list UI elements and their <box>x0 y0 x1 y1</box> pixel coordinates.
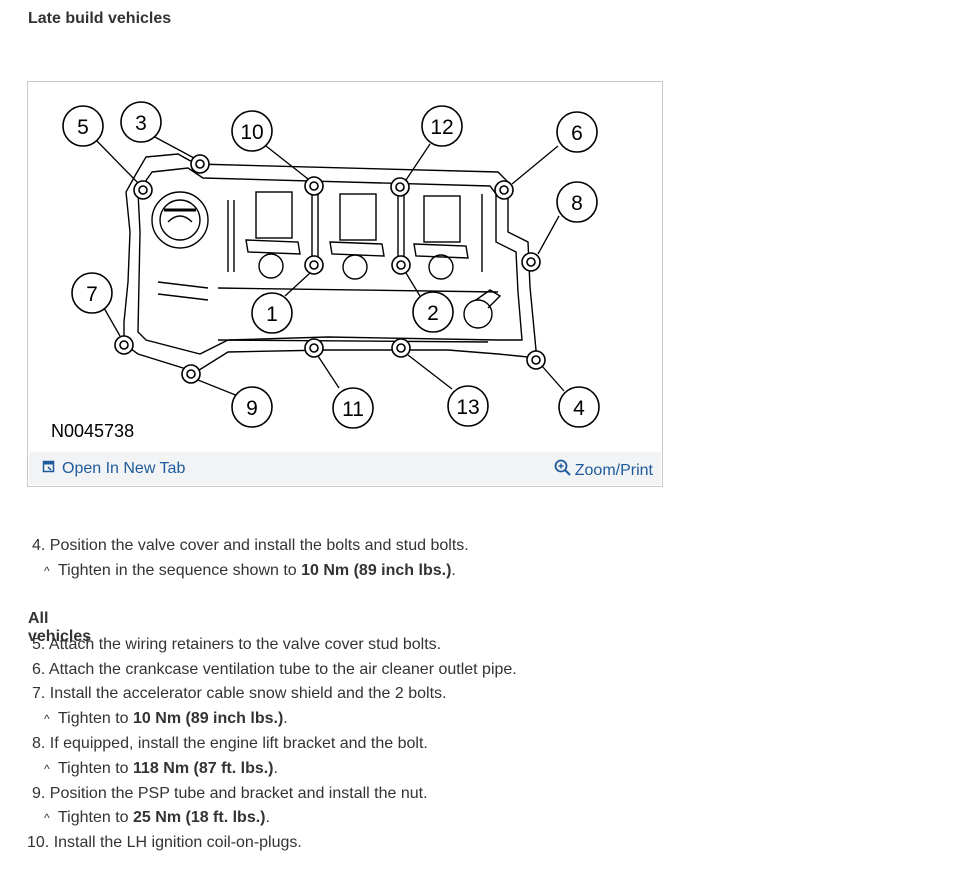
step-text: If equipped, install the engine lift bra… <box>49 735 428 752</box>
figure-id-code: N0045738 <box>51 421 134 441</box>
callout-2 <box>412 291 454 333</box>
section-heading-all-vehicles: All vehicles <box>28 610 92 645</box>
callout-12 <box>421 105 463 147</box>
callout-3 <box>120 101 162 143</box>
zoom-print-label: Zoom/Print <box>574 461 653 479</box>
step-8-torque: ^ Tighten to 118 Nm (87 ft. lbs.). <box>44 760 278 778</box>
bolt-marker <box>494 180 514 200</box>
step-text: Attach the wiring retainers to the valve… <box>48 636 442 653</box>
bolt-marker <box>181 364 201 384</box>
torque-prefix: Tighten to <box>58 710 134 727</box>
step-number: 8. <box>32 735 46 752</box>
callout-11 <box>332 387 374 429</box>
valve-cover-figure: 5 3 10 12 6 8 7 1 2 9 11 13 4 N0045738 O… <box>27 81 663 487</box>
callout-9 <box>231 386 273 428</box>
step-4: 4. Position the valve cover and install … <box>32 537 469 555</box>
callout-label-8: 8 <box>571 192 583 215</box>
bolt-marker <box>391 338 411 358</box>
section-heading-late-build: Late build vehicles <box>28 10 172 27</box>
torque-value: 25 Nm (18 ft. lbs.) <box>133 809 266 826</box>
bolt-marker <box>133 180 153 200</box>
bolt-marker <box>521 252 541 272</box>
callout-4 <box>558 386 600 428</box>
step-text: Position the valve cover and install the… <box>49 537 469 554</box>
torque-prefix: Tighten to <box>58 809 134 826</box>
torque-suffix: . <box>273 760 278 777</box>
callout-label-3: 3 <box>135 112 147 135</box>
caret-icon: ^ <box>44 762 50 776</box>
callout-label-12: 12 <box>430 116 453 139</box>
step-9: 9. Position the PSP tube and bracket and… <box>32 785 428 803</box>
callout-6 <box>556 111 598 153</box>
step-7: 7. Install the accelerator cable snow sh… <box>32 685 446 703</box>
bolt-marker <box>114 335 134 355</box>
bolt-marker <box>390 177 410 197</box>
callout-label-7: 7 <box>86 283 98 306</box>
step-6: 6. Attach the crankcase ventilation tube… <box>32 661 517 679</box>
zoom-print-link[interactable]: Zoom/Print <box>554 459 653 482</box>
zoom-icon <box>554 459 572 482</box>
open-in-new-tab-link[interactable]: Open In New Tab <box>42 459 185 478</box>
bolt-marker <box>526 350 546 370</box>
callout-label-10: 10 <box>240 121 263 144</box>
step-text: Install the LH ignition coil-on-plugs. <box>53 834 302 851</box>
step-10: 10. Install the LH ignition coil-on-plug… <box>27 834 302 852</box>
callout-13 <box>447 385 489 427</box>
callout-1 <box>251 292 293 334</box>
bolt-marker <box>304 176 324 196</box>
torque-value: 10 Nm (89 inch lbs.) <box>301 562 452 579</box>
callout-label-2: 2 <box>427 302 439 325</box>
step-7-torque: ^ Tighten to 10 Nm (89 inch lbs.). <box>44 710 288 728</box>
callout-8 <box>556 181 598 223</box>
callout-7 <box>71 272 113 314</box>
step-text: Install the accelerator cable snow shiel… <box>49 685 447 702</box>
open-in-new-tab-label: Open In New Tab <box>62 459 186 477</box>
step-5: 5. Attach the wiring retainers to the va… <box>32 636 441 654</box>
callout-label-1: 1 <box>266 303 278 326</box>
callout-label-11: 11 <box>342 398 364 421</box>
torque-suffix: . <box>283 710 288 727</box>
torque-suffix: . <box>265 809 270 826</box>
step-number: 9. <box>32 785 46 802</box>
callout-10 <box>231 110 273 152</box>
callout-label-9: 9 <box>246 397 258 420</box>
torque-prefix: Tighten in the sequence shown to <box>58 562 302 579</box>
valve-cover-diagram: 5 3 10 12 6 8 7 1 2 9 11 13 4 N0045738 <box>51 101 600 441</box>
callout-label-4: 4 <box>573 397 585 420</box>
caret-icon: ^ <box>44 712 50 726</box>
torque-value: 118 Nm (87 ft. lbs.) <box>133 760 274 777</box>
bolt-marker <box>304 338 324 358</box>
step-number: 10. <box>27 834 50 851</box>
step-number: 7. <box>32 685 46 702</box>
step-9-torque: ^ Tighten to 25 Nm (18 ft. lbs.). <box>44 809 270 827</box>
torque-value: 10 Nm (89 inch lbs.) <box>133 710 284 727</box>
callout-label-13: 13 <box>456 396 479 419</box>
step-text: Attach the crankcase ventilation tube to… <box>48 661 517 678</box>
callout-label-6: 6 <box>571 122 583 145</box>
callout-5 <box>62 105 104 147</box>
torque-suffix: . <box>451 562 456 579</box>
step-8: 8. If equipped, install the engine lift … <box>32 735 428 753</box>
caret-icon: ^ <box>44 564 50 578</box>
torque-prefix: Tighten to <box>58 760 134 777</box>
bolt-marker <box>190 154 210 174</box>
callout-label-5: 5 <box>77 116 89 139</box>
step-4-torque: ^ Tighten in the sequence shown to 10 Nm … <box>44 562 456 580</box>
step-number: 5. <box>32 636 46 653</box>
step-text: Position the PSP tube and bracket and in… <box>49 785 428 802</box>
step-number: 6. <box>32 661 46 678</box>
bolt-marker <box>304 255 324 275</box>
bolt-marker <box>391 255 411 275</box>
figure-toolbar: Open In New Tab Zoom/Print <box>29 452 661 485</box>
open-new-tab-icon <box>42 459 56 478</box>
step-number: 4. <box>32 537 46 554</box>
caret-icon: ^ <box>44 811 50 825</box>
